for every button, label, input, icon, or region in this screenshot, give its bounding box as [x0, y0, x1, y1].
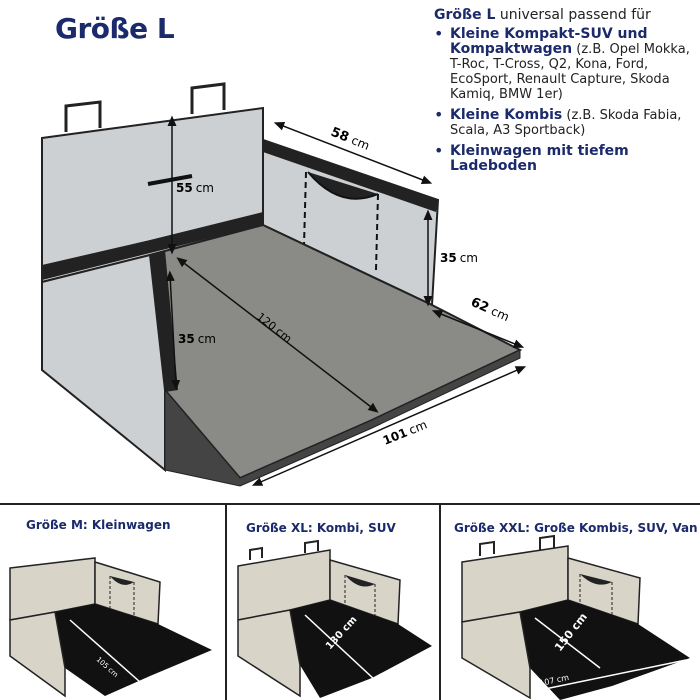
vehicle-examples: (z.B. Skoda Fabia, Scala, A3 Sportback): [450, 108, 682, 138]
page-title: Größe L: [55, 12, 175, 45]
left-flap: [41, 253, 166, 473]
vehicle-list: Kleine Kompakt-SUV und Kompaktwagen (z.B…: [434, 26, 696, 174]
dim-line-side-depth: [431, 310, 525, 348]
size-xxl-illustration: 150 cm 107 cm: [461, 534, 690, 700]
vehicle-list-item: Kleine Kompakt-SUV und Kompaktwagen (z.B…: [434, 26, 696, 102]
dim-line-bottom-width: [251, 366, 527, 486]
info-intro: Größe L universal passend für: [434, 8, 696, 23]
vehicle-examples: (z.B. Opel Mokka, T-Roc, T-Cross, Q2, Ko…: [450, 42, 690, 102]
vehicle-list-item: Kleine Kombis (z.B. Skoda Fabia, Scala, …: [434, 107, 696, 138]
dim-label-bottom-width: 101cm: [381, 417, 429, 447]
size-m-label: Größe M: Kleinwagen: [26, 518, 171, 532]
vehicle-category: Kleine Kombis: [450, 107, 563, 123]
size-xl-label: Größe XL: Kombi, SUV: [246, 521, 396, 535]
info-intro-size: Größe L: [434, 7, 496, 23]
dim-label-top-width: 58cm: [329, 125, 372, 154]
info-intro-text: universal passend für: [495, 7, 651, 23]
back-wall-band: [42, 212, 263, 280]
size-xxl-label: Größe XXL: Große Kombis, SUV, Van: [454, 521, 698, 535]
dim-line-side-height-left: [165, 270, 181, 391]
dim-line-top-width: [273, 121, 433, 185]
vehicle-category: Kleine Kompakt-SUV und Kompaktwagen: [450, 26, 648, 57]
dim-label-side-depth: 62cm: [468, 295, 511, 325]
compatibility-info: Größe L universal passend für Kleine Kom…: [434, 8, 696, 180]
size-panels: 105 cm 130 cm 150 cm 107 cm: [0, 503, 700, 700]
strap-handle: [190, 82, 226, 114]
size-m-illustration: 105 cm: [9, 557, 212, 698]
size-xl-illustration: 130 cm: [237, 539, 432, 698]
strap-handle: [64, 100, 102, 132]
vehicle-category: Kleinwagen mit tiefem Ladeboden: [450, 143, 629, 174]
vehicle-list-item: Kleinwagen mit tiefem Ladeboden: [434, 143, 696, 174]
